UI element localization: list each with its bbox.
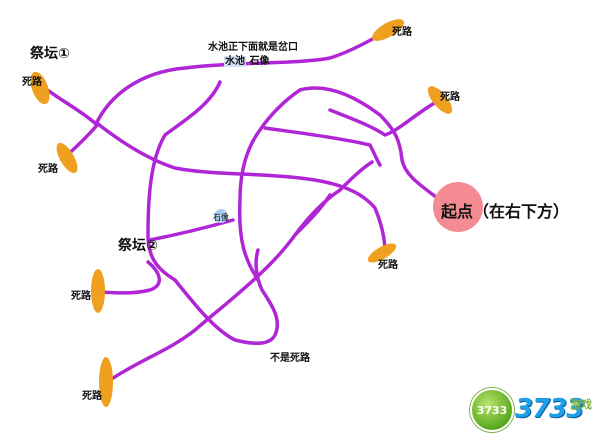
- dead-end-label: 死路: [82, 391, 102, 402]
- logo-text: 3733: [515, 394, 584, 424]
- dead-end-label: 死路: [22, 77, 42, 88]
- path-center-to-right: [263, 126, 382, 167]
- statue-mid-label: 石像: [213, 213, 229, 222]
- dead-end-marker: [91, 269, 105, 313]
- statue-marker: [214, 209, 228, 223]
- path-inner-loop: [237, 88, 302, 282]
- statue-top-label: 石像: [249, 56, 270, 67]
- dead-end-marker: [372, 19, 404, 41]
- top-note-label: 水池正下面就是岔口: [208, 42, 298, 53]
- dead-end-marker: [56, 142, 78, 174]
- dead-end-marker: [99, 357, 113, 407]
- path-not-dead-end-loop: [173, 248, 280, 346]
- path-altar2-to-dead-end: [98, 260, 161, 295]
- path-left-vertical: [146, 80, 222, 282]
- dead-end-label: 死路: [440, 92, 460, 103]
- pool-label: 水池: [224, 56, 246, 67]
- pool-statue-label: 水池 石像: [224, 52, 269, 67]
- altar2-label: 祭坛②: [118, 238, 158, 254]
- dead-end-marker: [427, 86, 453, 114]
- dead-end-marker: [367, 243, 397, 263]
- start-label: 起点（在右下方）: [441, 202, 570, 221]
- not-dead-end-label: 不是死路: [270, 353, 310, 364]
- dead-end-label: 死路: [392, 27, 412, 38]
- path-upper-left-dead-end: [43, 86, 98, 126]
- path-mid-connector: [293, 160, 374, 237]
- dead-end-markers: [30, 19, 453, 407]
- path-top-arc: [94, 28, 390, 126]
- site-logo[interactable]: 3733 3733 游戏: [470, 386, 595, 432]
- path-bottom-diagonal: [108, 193, 332, 382]
- path-middle-band: [96, 122, 387, 254]
- logo-subtext: 游戏: [570, 398, 592, 411]
- path-to-statue-mid: [148, 218, 235, 242]
- path-to-right-dead-end: [328, 98, 442, 137]
- dead-end-marker: [30, 71, 50, 105]
- dead-end-label: 死路: [378, 260, 398, 271]
- logo-badge: 3733: [470, 388, 514, 432]
- dead-end-label: 死路: [71, 291, 91, 302]
- dead-end-label: 死路: [38, 164, 58, 175]
- start-circle: [433, 182, 483, 232]
- altar1-label: 祭坛①: [30, 46, 70, 62]
